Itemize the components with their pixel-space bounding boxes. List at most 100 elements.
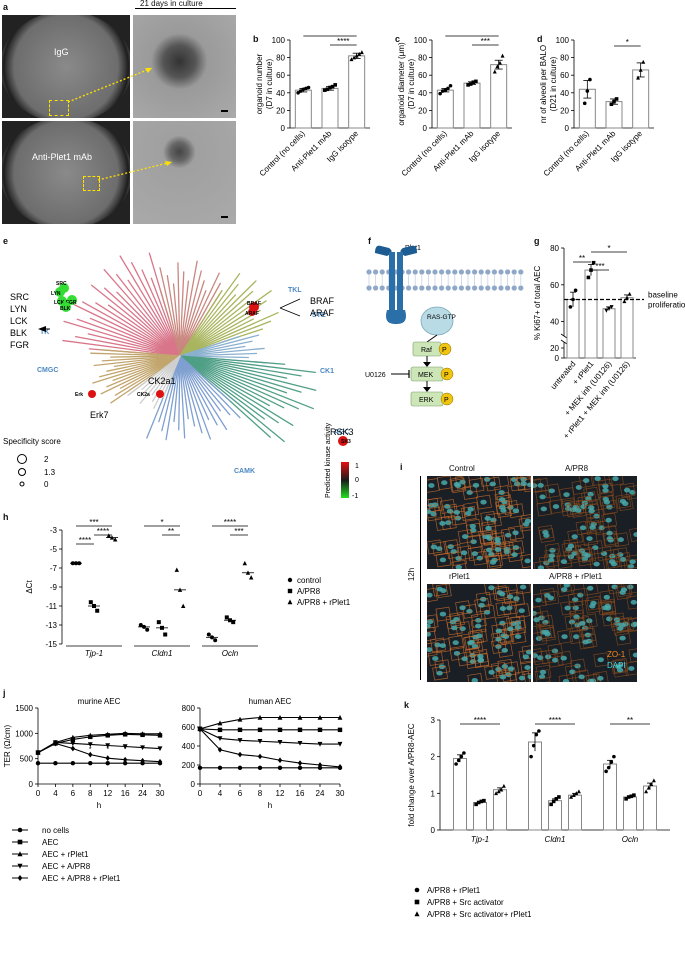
tight-junction	[626, 617, 637, 633]
tight-junction	[606, 556, 623, 569]
tight-junction	[589, 508, 605, 524]
tight-junction	[462, 485, 479, 500]
data-point	[604, 769, 608, 774]
bar	[623, 796, 637, 831]
data-point	[557, 795, 561, 799]
nucleus	[620, 587, 628, 593]
data-point	[501, 783, 506, 788]
tree-branch	[127, 355, 181, 396]
nucleus	[539, 669, 547, 675]
tight-junction	[544, 548, 561, 564]
nucleus	[478, 602, 485, 608]
nucleus	[607, 537, 614, 543]
data-point	[531, 743, 536, 748]
lipid-head	[485, 269, 491, 275]
y-tick-label: 40	[276, 89, 285, 98]
y-tick-label: 20	[550, 344, 559, 353]
x-axis-label: h	[268, 801, 272, 810]
data-point	[499, 787, 504, 792]
significance-star: *	[141, 747, 144, 754]
tight-junction	[523, 670, 531, 682]
y-tick-label: 1500	[15, 704, 33, 713]
bar	[453, 758, 467, 831]
nucleus	[629, 559, 636, 565]
tight-junction	[598, 483, 614, 498]
group-label-tk: TK	[40, 329, 49, 336]
y-tick-label: 0	[431, 826, 436, 835]
tight-junction	[623, 661, 637, 676]
group-label: Ocln	[622, 835, 639, 844]
data-point	[612, 754, 616, 759]
nucleus	[471, 551, 479, 557]
bar	[473, 802, 487, 831]
tight-junction	[436, 476, 453, 491]
x-tick-label: 12	[276, 789, 285, 798]
nucleus	[461, 656, 468, 662]
if-col-apr8-rplet1: A/PR8 + rPlet1	[549, 572, 603, 581]
y-axis-label: organoid number	[255, 53, 264, 114]
tight-junction	[432, 584, 448, 597]
nucleus	[632, 621, 637, 627]
group-label-camk: CAMK	[234, 468, 255, 475]
tight-junction	[589, 556, 605, 569]
significance-label: ****	[224, 518, 236, 527]
tree-branches	[62, 252, 317, 443]
nucleus	[482, 534, 489, 540]
data-point	[641, 59, 646, 64]
nucleus	[568, 619, 576, 625]
tight-junction	[468, 477, 485, 493]
nucleus	[439, 521, 446, 526]
if-col-rplet1: rPlet1	[449, 572, 470, 581]
y-tick-label: 100	[556, 36, 570, 45]
node-fgr: FGR	[66, 300, 77, 306]
x-tick-label: 16	[121, 789, 130, 798]
data-point	[638, 67, 643, 72]
tight-junction	[456, 545, 473, 561]
tight-junction	[463, 635, 479, 651]
lipid-head	[373, 269, 379, 275]
data-point	[277, 714, 283, 720]
svg-text:1: 1	[355, 463, 359, 470]
data-point	[113, 537, 118, 542]
tight-junction	[582, 584, 599, 596]
data-point	[609, 102, 614, 107]
nucleus	[633, 532, 637, 537]
nucleus	[540, 506, 548, 512]
nucleus	[582, 639, 589, 645]
tight-junction	[616, 584, 633, 598]
nucleus	[612, 476, 619, 482]
y-tick-label: 20	[276, 106, 285, 115]
nucleus	[467, 640, 474, 646]
nucleus	[594, 476, 601, 482]
tight-junction	[470, 618, 487, 634]
legend-label: AEC	[42, 838, 59, 847]
x-tick-label: untreated	[549, 360, 578, 392]
data-point	[627, 291, 632, 296]
tight-junction	[497, 658, 514, 674]
x-tick-label: 30	[156, 789, 165, 798]
tight-junction	[533, 560, 549, 569]
data-point	[297, 740, 303, 746]
data-point	[496, 789, 501, 794]
node-braf: BRAF	[247, 301, 261, 307]
nucleus	[581, 556, 588, 562]
axis-break	[560, 333, 568, 339]
significance-label: ***	[234, 527, 243, 536]
nucleus	[453, 509, 461, 515]
nucleus	[489, 559, 497, 565]
x-tick-label: Control (no cells)	[258, 129, 307, 178]
data-point	[213, 638, 218, 643]
data-point	[625, 295, 629, 300]
phospho-raf: P	[442, 347, 447, 354]
chart-title: human AEC	[249, 697, 292, 706]
tight-junction	[448, 635, 465, 651]
x-tick-label: 6	[71, 789, 76, 798]
nucleus	[573, 634, 580, 640]
tight-junction	[563, 538, 580, 554]
tight-junction	[451, 551, 467, 566]
tight-junction	[518, 517, 531, 532]
nucleus	[548, 553, 556, 559]
data-point	[330, 84, 335, 89]
nucleus	[488, 585, 495, 591]
y-axis-label: (D7 in culture)	[265, 59, 274, 110]
